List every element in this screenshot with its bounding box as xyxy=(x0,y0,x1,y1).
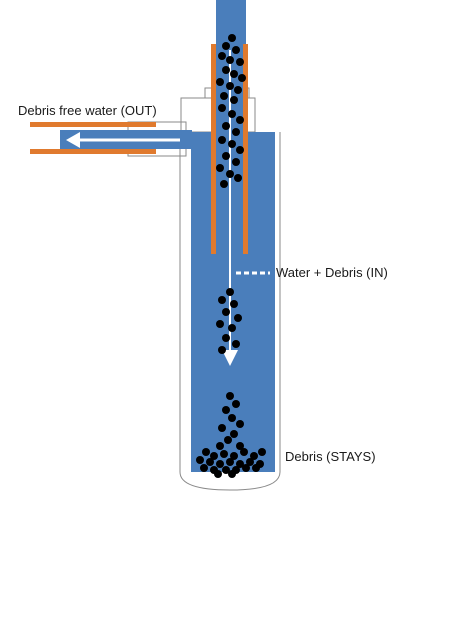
debris-particle xyxy=(226,392,234,400)
debris-particle xyxy=(234,86,242,94)
debris-particle xyxy=(250,452,258,460)
debris-particle xyxy=(236,58,244,66)
debris-particle xyxy=(226,56,234,64)
outlet-pipe-wall-top xyxy=(30,122,156,127)
debris-particle xyxy=(228,140,236,148)
debris-particle xyxy=(230,452,238,460)
outlet-flow-arrow-head xyxy=(66,132,80,148)
debris-particle xyxy=(230,430,238,438)
debris-particle xyxy=(236,460,244,468)
debris-particle xyxy=(236,146,244,154)
debris-particle xyxy=(220,92,228,100)
debris-particle xyxy=(224,436,232,444)
debris-particle xyxy=(236,420,244,428)
debris-particle xyxy=(200,464,208,472)
debris-particle xyxy=(226,82,234,90)
debris-particle xyxy=(218,424,226,432)
debris-particle xyxy=(220,180,228,188)
inlet-pipe-wall-right xyxy=(243,44,248,254)
debris-particle xyxy=(228,324,236,332)
debris-particle xyxy=(246,458,254,466)
debris-particle xyxy=(232,400,240,408)
outlet-pipe-wall-bottom xyxy=(30,149,156,154)
debris-particle xyxy=(222,308,230,316)
debris-particle xyxy=(230,70,238,78)
debris-particle xyxy=(206,458,214,466)
debris-particle xyxy=(230,300,238,308)
debris-particle xyxy=(216,442,224,450)
debris-particles xyxy=(196,34,266,478)
inlet-pipe-wall-left xyxy=(211,44,216,254)
debris-particle xyxy=(222,122,230,130)
debris-particle xyxy=(222,334,230,342)
debris-particle xyxy=(226,170,234,178)
debris-particle xyxy=(258,448,266,456)
debris-particle xyxy=(236,116,244,124)
inlet-label: Water + Debris (IN) xyxy=(276,265,388,280)
debris-particle xyxy=(216,78,224,86)
debris-particle xyxy=(210,452,218,460)
debris-particle xyxy=(228,34,236,42)
debris-particle xyxy=(226,288,234,296)
debris-particle xyxy=(222,406,230,414)
debris-particle xyxy=(218,346,226,354)
debris-particle xyxy=(216,164,224,172)
debris-particle xyxy=(234,174,242,182)
debris-particle xyxy=(218,52,226,60)
debris-particle xyxy=(202,448,210,456)
debris-particle xyxy=(218,296,226,304)
debris-particle xyxy=(218,104,226,112)
debris-particle xyxy=(228,110,236,118)
debris-particle xyxy=(232,46,240,54)
debris-particle xyxy=(222,466,230,474)
debris-particle xyxy=(232,158,240,166)
debris-particle xyxy=(242,464,250,472)
debris-particle xyxy=(238,74,246,82)
debris-particle xyxy=(252,464,260,472)
debris-particle xyxy=(228,414,236,422)
debris-particle xyxy=(222,66,230,74)
debris-stays-label: Debris (STAYS) xyxy=(285,449,376,464)
outlet-label: Debris free water (OUT) xyxy=(18,103,157,118)
vessel-outline xyxy=(179,132,281,491)
debris-particle xyxy=(230,96,238,104)
debris-particle xyxy=(214,470,222,478)
debris-particle xyxy=(216,460,224,468)
debris-particle xyxy=(228,470,236,478)
debris-particle xyxy=(216,320,224,328)
debris-particle xyxy=(232,340,240,348)
inlet-flow-arrow-head xyxy=(222,350,238,366)
debris-particle xyxy=(232,128,240,136)
debris-particle xyxy=(226,458,234,466)
debris-particle xyxy=(220,450,228,458)
debris-particle xyxy=(240,448,248,456)
debris-particle xyxy=(218,136,226,144)
debris-particle xyxy=(234,314,242,322)
debris-particle xyxy=(196,456,204,464)
debris-particle xyxy=(236,442,244,450)
debris-particle xyxy=(222,42,230,50)
debris-particle xyxy=(222,152,230,160)
